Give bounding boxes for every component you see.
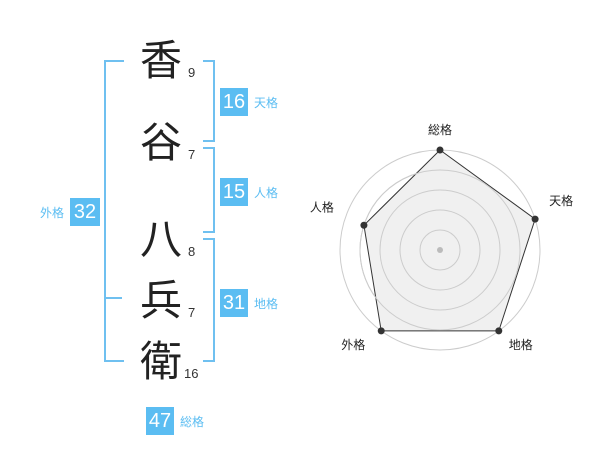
- chikaku-bracket: [203, 238, 215, 362]
- gaikaku-value-badge: 32: [70, 198, 100, 226]
- radar-axis-label-4: 外格: [341, 337, 365, 352]
- radar-center-dot: [437, 247, 443, 253]
- gaikaku-bracket: [104, 60, 124, 362]
- name-char-5: 衛: [140, 337, 183, 386]
- name-char-3: 八: [140, 215, 183, 264]
- jinkaku-bracket: [203, 147, 215, 233]
- tenkaku-value-badge: 16: [220, 88, 248, 116]
- radar-point-3: [495, 327, 503, 335]
- stroke-count-5: 16: [184, 366, 199, 381]
- radar-axis-label-2: 天格: [549, 193, 573, 208]
- jinkaku-value-badge: 15: [220, 178, 248, 206]
- radar-point-2: [531, 215, 539, 223]
- radar-inner-ring-2: [399, 209, 481, 291]
- radar-value-polygon: [363, 149, 536, 332]
- gaikaku-label: 外格: [40, 206, 65, 220]
- tenkaku-label: 天格: [254, 96, 279, 110]
- stroke-count-3: 8: [188, 244, 196, 259]
- soukaku-label: 総格: [180, 415, 205, 429]
- name-char-4: 兵: [140, 276, 183, 325]
- radar-axis-label-5: 人格: [310, 199, 334, 214]
- stroke-count-1: 9: [188, 65, 196, 80]
- gaikaku-bracket-tick: [104, 297, 122, 299]
- radar-inner-ring-4: [359, 169, 521, 331]
- radar-point-5: [360, 221, 368, 229]
- tenkaku-bracket: [203, 60, 215, 142]
- chikaku-label: 地格: [254, 297, 279, 311]
- radar-point-4: [377, 327, 385, 335]
- stroke-count-2: 7: [188, 147, 196, 162]
- name-char-2: 谷: [140, 118, 183, 167]
- radar-axis-label-1: 総格: [428, 122, 452, 137]
- chikaku-value-badge: 31: [220, 289, 248, 317]
- jinkaku-label: 人格: [254, 186, 279, 200]
- radar-point-1: [436, 146, 444, 154]
- name-char-1: 香: [140, 36, 183, 85]
- stroke-count-4: 7: [188, 305, 196, 320]
- radar-inner-ring-3: [379, 189, 501, 311]
- radar-inner-ring-1: [419, 229, 461, 271]
- radar-axis-label-3: 地格: [509, 337, 533, 352]
- soukaku-value-badge: 47: [146, 407, 174, 435]
